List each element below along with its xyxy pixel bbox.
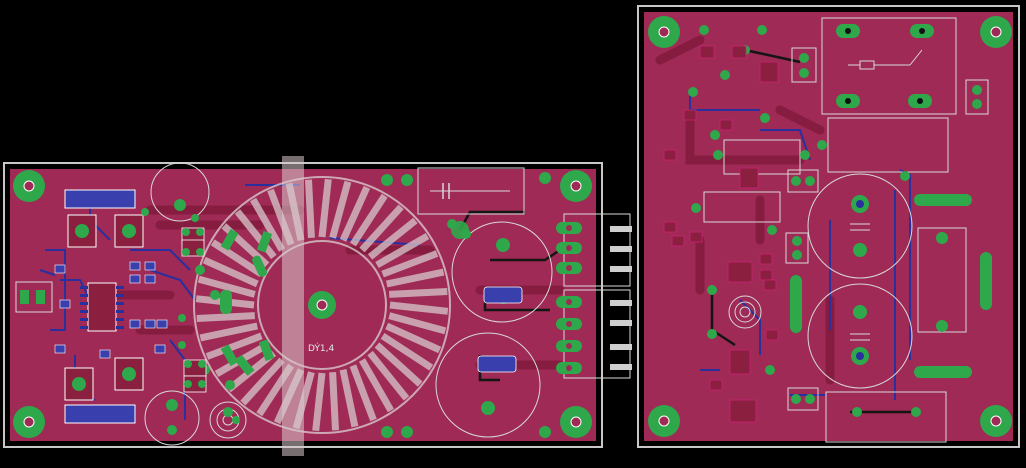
- toroid-winding: [349, 364, 377, 422]
- left-ic-cluster: [54, 261, 168, 359]
- toroid-winding: [339, 368, 359, 428]
- toroid-winding: [381, 250, 439, 278]
- toroid-winding: [388, 312, 447, 335]
- toroid-winding: [389, 301, 449, 315]
- toroid-winding: [240, 357, 285, 406]
- right-small-inductor: [728, 295, 762, 329]
- toroid-winding: [250, 197, 286, 252]
- left-large-cap-pads: [477, 286, 523, 373]
- left-top-pads: [381, 172, 551, 438]
- toroid-winding: [385, 268, 445, 288]
- toroid-winding: [234, 209, 277, 260]
- right-smd-parts: [663, 45, 779, 423]
- toroid-winding: [389, 288, 448, 298]
- left-connector-j1: [15, 281, 53, 313]
- left-output-connectors: [556, 213, 632, 379]
- right-board: [637, 5, 1020, 448]
- toroid-winding: [359, 204, 404, 253]
- toroid-winding: [318, 178, 332, 238]
- right-electrolytic-caps: [807, 173, 913, 389]
- left-film-capacitor: [417, 167, 525, 239]
- right-board-outline: [637, 5, 1020, 448]
- toroid-winding: [349, 193, 388, 247]
- toroid-winding: [196, 312, 255, 322]
- toroid-winding: [197, 275, 256, 298]
- toroid-winding: [385, 322, 442, 354]
- toroid-winding: [375, 233, 430, 269]
- right-small-connectors: [785, 47, 989, 411]
- toroid-winding: [329, 180, 352, 239]
- toroid-winding: [374, 342, 423, 387]
- toroid-winding: [380, 332, 434, 371]
- toroid-winding: [199, 322, 259, 342]
- toroid-label: DÝ1,4: [308, 342, 335, 354]
- toroid-winding: [367, 217, 418, 260]
- toroid-winding: [329, 372, 339, 431]
- toroid-winding: [210, 239, 264, 278]
- left-round-capacitors: [144, 162, 553, 446]
- left-transistors: [64, 189, 144, 424]
- toroid-winding: [305, 179, 315, 238]
- toroid-winding: [205, 332, 263, 360]
- left-silk-bar: [282, 156, 304, 456]
- toroid-winding: [358, 358, 394, 413]
- right-elongated-pads: [688, 25, 992, 417]
- toroid-winding: [202, 256, 259, 288]
- toroid-winding: [339, 185, 371, 242]
- left-small-caps: [141, 208, 207, 393]
- right-mounting-holes: [648, 16, 1012, 437]
- toroid-winding: [367, 350, 410, 401]
- toroid-winding: [312, 372, 326, 432]
- left-board: DÝ1,4: [3, 156, 632, 456]
- right-relay: [821, 17, 957, 115]
- left-mounting-holes: [13, 170, 592, 438]
